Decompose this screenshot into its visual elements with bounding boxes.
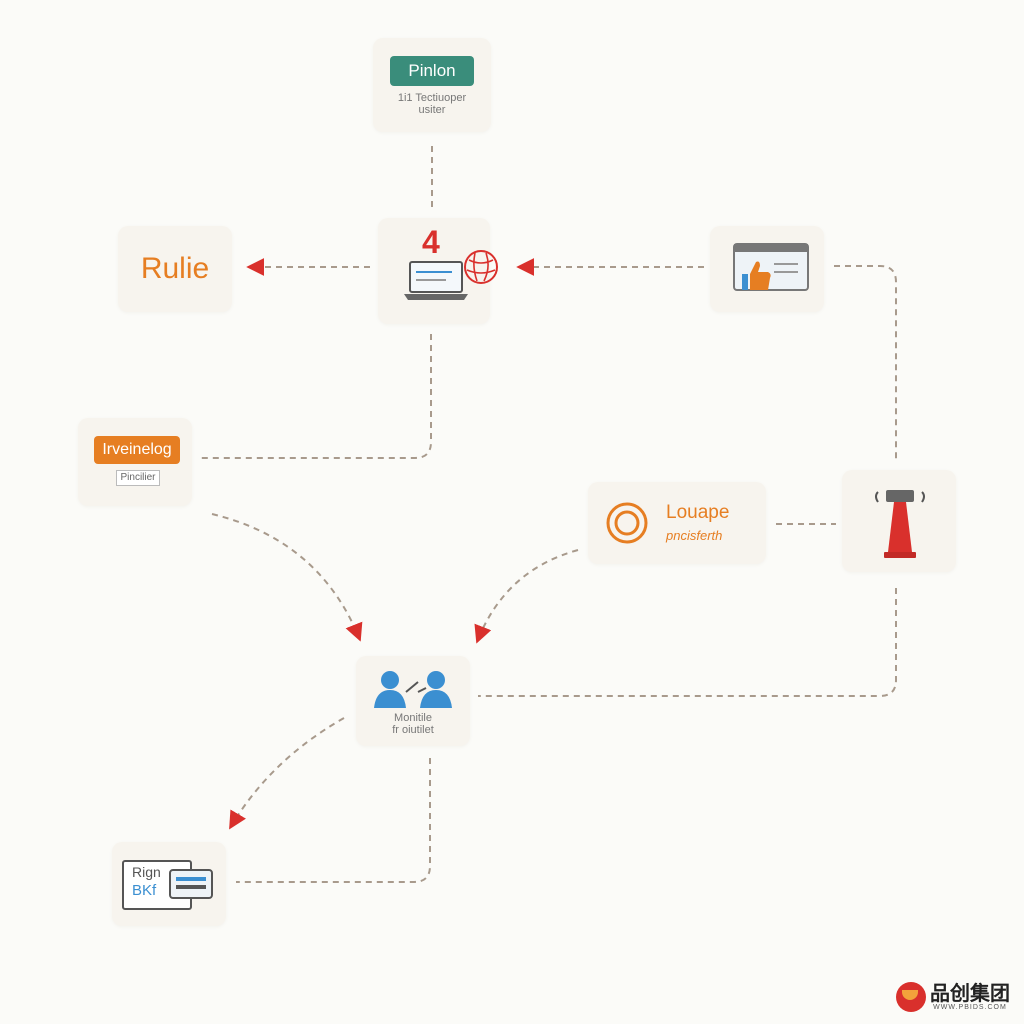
ring-icon	[606, 502, 648, 544]
node-right-top	[710, 226, 824, 312]
watermark-logo-icon	[896, 982, 926, 1012]
node-bottom-line2: BKf	[132, 882, 157, 899]
node-far-right	[842, 470, 956, 572]
node-people-line2: fr oiutilet	[392, 724, 434, 736]
connector-righttop-farright	[834, 265, 897, 460]
connector-leftmid-people	[211, 513, 363, 642]
node-top-line1: 1i1 Tectiuoper	[397, 92, 467, 104]
node-left-mid-tag: Pincilier	[116, 470, 160, 486]
node-bottom: Rign BKf	[112, 842, 226, 926]
node-mid-right-title: Louape	[666, 502, 730, 523]
connector-people-bottom-arrow	[229, 717, 345, 830]
node-mid-right: Louape pncisferth	[588, 482, 766, 564]
node-left-mid: Irveinelog Pincilier	[78, 418, 192, 506]
node-bottom-line1: Rign	[132, 864, 161, 880]
traffic-cone-icon	[875, 490, 925, 558]
connector-center-leftmid	[200, 334, 432, 459]
id-card-icon	[169, 869, 213, 899]
node-left-mid-pill: Irveinelog	[94, 436, 180, 464]
node-center-number: 4	[422, 224, 440, 260]
node-left: Rulie	[118, 226, 232, 312]
node-center: 4	[378, 218, 498, 324]
node-top: Pinlon 1i1 Tectiuoper usiter	[373, 38, 491, 132]
node-left-title: Rulie	[140, 252, 210, 285]
watermark-url: WWW.PBIDS.COM	[933, 1003, 1007, 1011]
node-people-line1: Monitile	[394, 712, 432, 724]
node-top-line2: usiter	[418, 104, 446, 116]
connector-farright-people	[478, 588, 897, 697]
node-mid-right-subtitle: pncisferth	[666, 528, 723, 543]
watermark-name: 品创集团	[930, 982, 1010, 1005]
laptop-icon	[404, 261, 468, 300]
connector-people-bottom	[236, 758, 431, 883]
node-people: Monitile fr oiutilet	[356, 656, 470, 746]
thumbs-up-dashboard-icon	[733, 243, 809, 291]
globe-icon	[464, 250, 498, 284]
connector-midright-people	[474, 549, 579, 644]
watermark: 品创集团 WWW.PBIDS.COM	[896, 982, 1010, 1012]
people-meeting-icon	[374, 671, 452, 708]
node-top-pill: Pinlon	[390, 56, 474, 86]
